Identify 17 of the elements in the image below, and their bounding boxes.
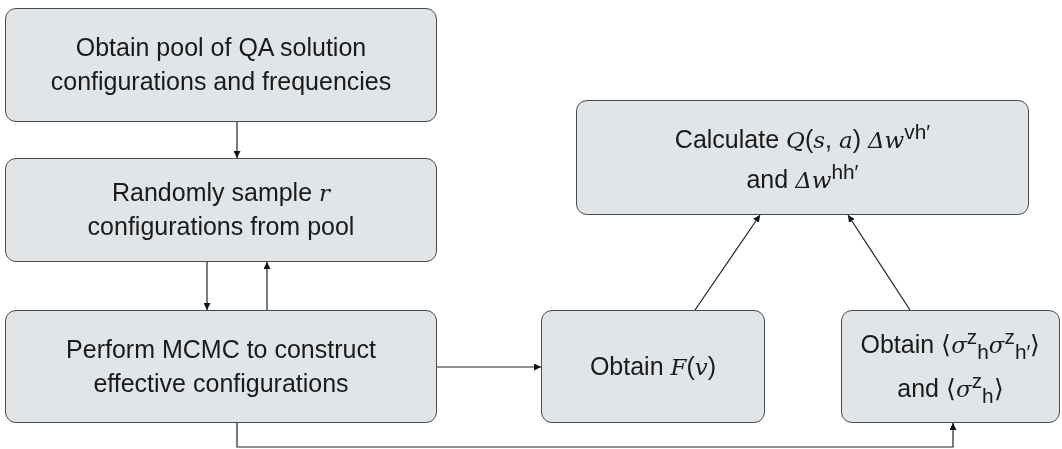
arrow: [203, 261, 211, 311]
process-box: [5, 158, 437, 262]
arrow: [236, 422, 957, 448]
step-text: Obtain pool of QA solution configurations and frequencies: [49, 32, 393, 97]
arrow: [436, 363, 542, 371]
arrow: [233, 121, 241, 159]
process-box: [5, 310, 437, 423]
arrow: [847, 214, 911, 311]
step-text: Perform MCMC to construct effective configurations: [65, 333, 377, 399]
step-text: Randomly sample r configurations from pool: [86, 177, 356, 242]
step-text: Obtain F(v): [589, 350, 717, 382]
process-box: [541, 310, 765, 423]
process-box: [576, 100, 1029, 215]
arrow: [694, 214, 761, 311]
process-box: [5, 8, 437, 122]
process-box: [841, 310, 1060, 423]
arrow: [263, 261, 271, 311]
